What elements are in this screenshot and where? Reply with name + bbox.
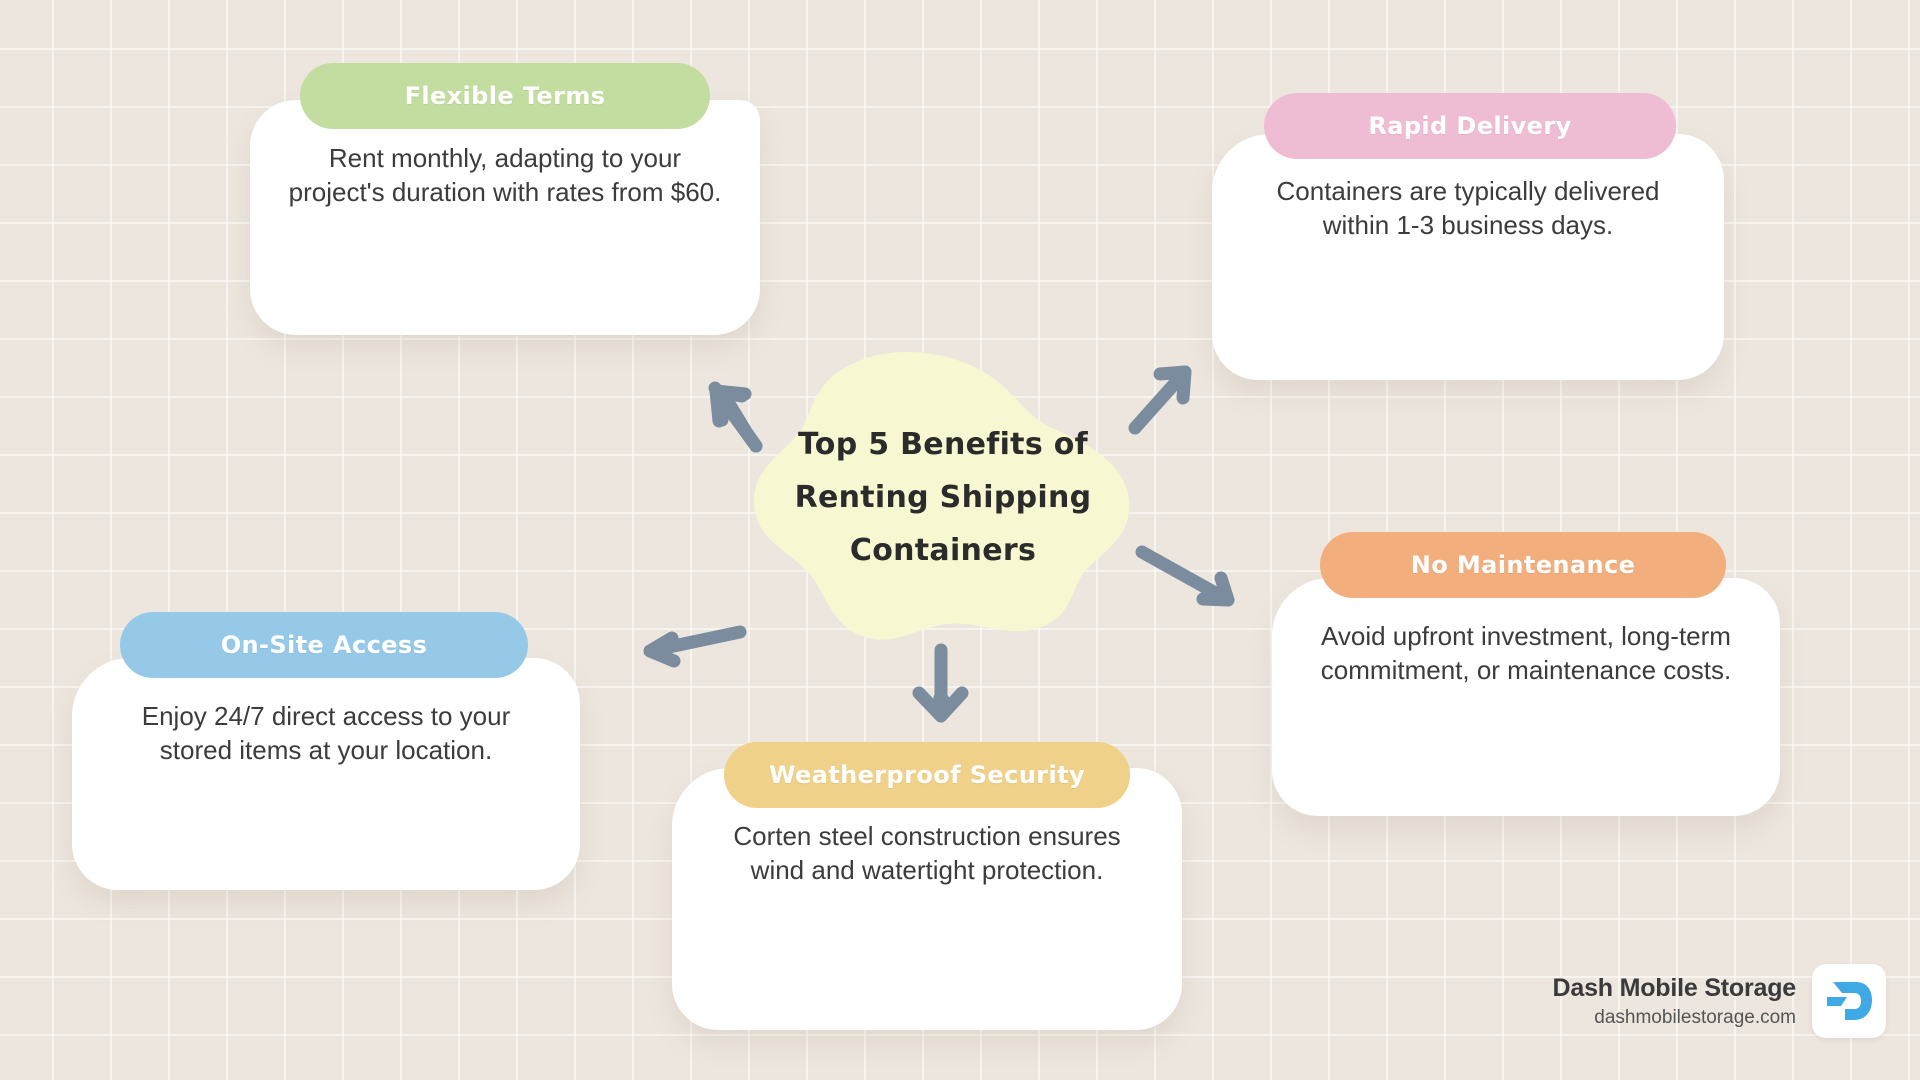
arrow-up-left-head bbox=[709, 384, 752, 428]
card-text-weatherproof-security: Corten steel construction ensures wind a… bbox=[733, 821, 1121, 885]
card-on-site-access[interactable] bbox=[72, 658, 580, 890]
card-no-maintenance[interactable] bbox=[1272, 578, 1780, 816]
branding-block: Dash Mobile Storage dashmobilestorage.co… bbox=[1553, 964, 1886, 1038]
center-title-line-3: Containers bbox=[849, 532, 1037, 568]
arrow-to-rapid-delivery bbox=[1128, 365, 1192, 435]
card-title-rapid-delivery: Rapid Delivery bbox=[1368, 112, 1572, 140]
brand-url: dashmobilestorage.com bbox=[1594, 1006, 1796, 1028]
card-header-flexible-terms: Flexible Terms bbox=[300, 63, 710, 129]
dash-d-logo-glyph bbox=[1827, 982, 1872, 1020]
center-title-line-2: Renting Shipping bbox=[794, 479, 1092, 515]
card-title-weatherproof-security: Weatherproof Security bbox=[768, 761, 1085, 789]
center-blob-shape bbox=[753, 352, 1130, 640]
card-header-on-site-access: On-Site Access bbox=[120, 612, 528, 678]
card-title-flexible-terms: Flexible Terms bbox=[404, 82, 606, 110]
card-text-flexible-terms: Rent monthly, adapting to your project's… bbox=[288, 143, 722, 207]
dash-d-logo-icon bbox=[1812, 964, 1886, 1038]
card-text-rapid-delivery: Containers are typically delivered withi… bbox=[1276, 176, 1660, 240]
card-flexible-terms[interactable] bbox=[250, 100, 760, 335]
card-header-rapid-delivery: Rapid Delivery bbox=[1264, 93, 1676, 159]
card-text-on-site-access: Enjoy 24/7 direct access to your stored … bbox=[141, 701, 511, 765]
brand-text: Dash Mobile Storage dashmobilestorage.co… bbox=[1552, 973, 1797, 1029]
arrow-to-no-maintenance bbox=[1135, 545, 1235, 607]
center-blob: Top 5 Benefits of Renting Shipping Conta… bbox=[752, 352, 1134, 642]
card-text-no-maintenance: Avoid upfront investment, long-term comm… bbox=[1320, 621, 1732, 685]
center-title-line-1: Top 5 Benefits of bbox=[798, 426, 1088, 462]
brand-name: Dash Mobile Storage bbox=[1552, 973, 1797, 1002]
arrow-to-on-site-access bbox=[643, 625, 747, 668]
card-title-no-maintenance: No Maintenance bbox=[1410, 551, 1636, 579]
card-weatherproof-security[interactable] bbox=[672, 768, 1182, 1030]
card-rapid-delivery[interactable] bbox=[1212, 134, 1724, 380]
arrow-to-flexible-terms bbox=[708, 381, 763, 453]
center-title: Top 5 Benefits of Renting Shipping Conta… bbox=[752, 352, 1134, 642]
card-header-no-maintenance: No Maintenance bbox=[1320, 532, 1726, 598]
arrow-to-weatherproof-security bbox=[933, 691, 950, 719]
arrow-up-left-shaft bbox=[709, 384, 763, 453]
arrow-down-head bbox=[912, 686, 969, 723]
card-header-weatherproof-security: Weatherproof Security bbox=[724, 742, 1130, 808]
card-title-on-site-access: On-Site Access bbox=[220, 631, 428, 659]
